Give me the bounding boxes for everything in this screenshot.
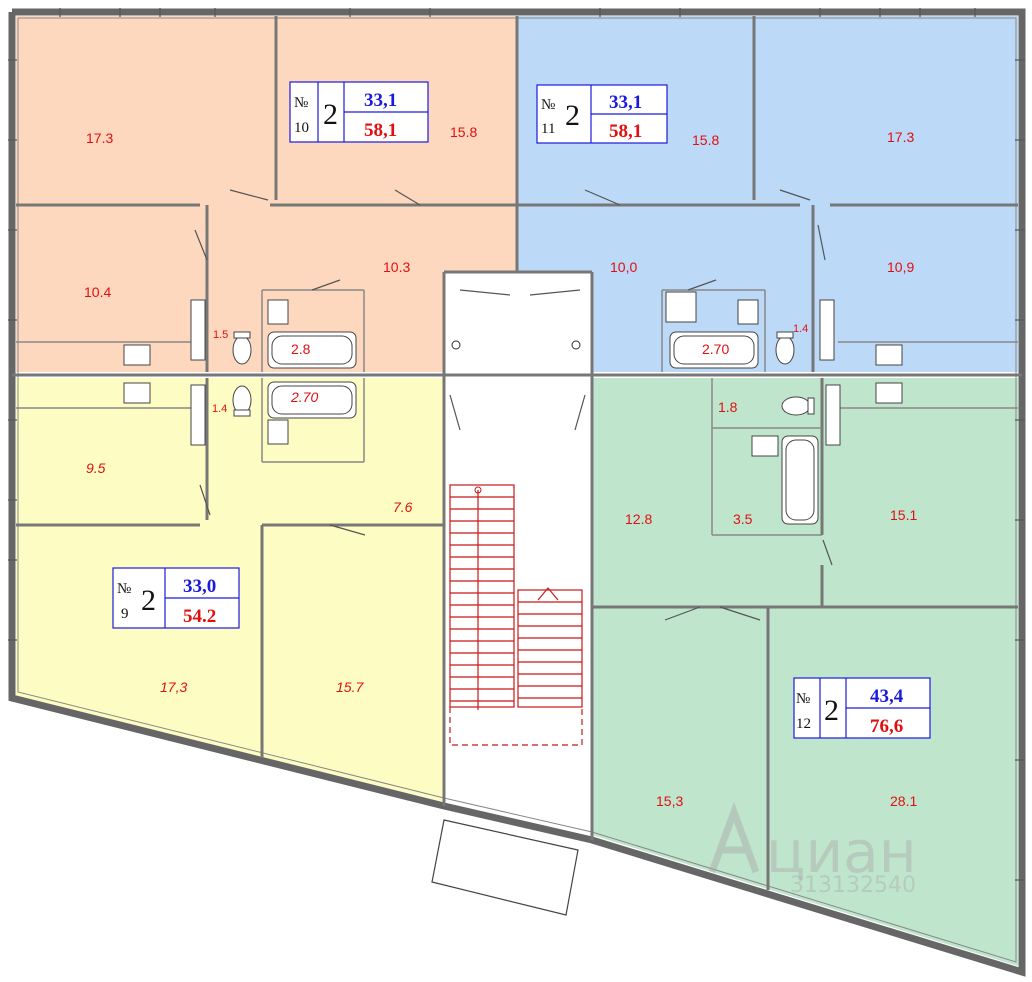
apt-12-number: 12: [796, 716, 811, 732]
vent-shaft-2: [190, 384, 206, 446]
apt-9-total-area: 54.2: [183, 606, 216, 627]
room-area-a9-room3: 15.7: [336, 679, 364, 695]
apartment-11-tag: № 11 2 33,1 58,1: [536, 84, 668, 144]
room-area-a11-hall: 10,0: [610, 259, 637, 275]
apt-9-living-area: 33,0: [183, 576, 216, 597]
room-area-a9-room2: 17,3: [160, 679, 187, 695]
apt-11-number: 11: [541, 121, 555, 137]
watermark: циан 313132540: [708, 801, 917, 898]
vent-shaft-3: [819, 299, 835, 361]
room-area-a10-hall: 10.3: [383, 259, 410, 275]
interior-walls: [12, 16, 1022, 890]
entrance-porch: [431, 819, 579, 916]
toilet-apt-10: [232, 335, 252, 365]
vent-shaft-1: [190, 299, 206, 361]
apt-10-living-area: 33,1: [364, 90, 397, 111]
apt-11-no-sign: №: [541, 97, 555, 113]
sink-apt-12: [751, 435, 779, 457]
window-ticks: [8, 8, 1025, 881]
watermark-code: 313132540: [790, 873, 916, 898]
apt-10-number: 10: [294, 120, 309, 136]
apt-11-total-area: 58,1: [609, 121, 642, 142]
room-area-a12-hall: 12.8: [625, 511, 652, 527]
kitchen-sink-apt-12: [875, 382, 903, 404]
apartment-10-tag: № 10 2 33,1 58,1: [289, 81, 429, 143]
kitchen-sink-apt-9: [123, 382, 151, 404]
kitchen-sink-apt-11: [875, 344, 903, 366]
staircase: [431, 484, 583, 916]
apt-10-total-area: 58,1: [364, 120, 397, 141]
sink-apt-11: [737, 299, 759, 325]
room-labels: 17.3 15.8 10.4 10.3 1.5 2.8 15.8 17.3 10…: [84, 124, 917, 809]
apartment-9-tag: № 9 2 33,0 54.2: [112, 567, 240, 629]
room-area-a9-room1: 9.5: [86, 460, 106, 476]
fixtures: [123, 291, 903, 525]
apt-9-number: 9: [121, 606, 129, 622]
room-area-a11-room2: 17.3: [887, 129, 914, 145]
room-area-a12-wc: 1.8: [718, 399, 738, 415]
room-area-a11-room1: 15.8: [692, 132, 719, 148]
room-area-a9-wc: 1.4: [212, 403, 227, 415]
room-area-a11-room3: 10,9: [887, 259, 914, 275]
room-area-a10-room3: 10.4: [84, 284, 111, 300]
room-area-a10-room1: 17.3: [86, 130, 113, 146]
kitchen-sink-apt-10: [123, 344, 151, 366]
sink-apt-10: [267, 299, 289, 325]
room-area-a11-wc: 1.4: [793, 323, 808, 335]
room-area-a9-bath: 2.70: [290, 389, 318, 405]
apt-10-no-sign: №: [294, 95, 308, 111]
room-area-a9-hall: 7.6: [393, 499, 413, 515]
apartment-12-area: [592, 378, 1018, 966]
apt-12-total-area: 76,6: [870, 716, 903, 737]
room-area-a10-room2: 15.8: [450, 124, 477, 140]
apt-9-rooms: 2: [141, 584, 156, 617]
room-area-a11-bath: 2.70: [702, 341, 729, 357]
room-area-a10-wc: 1.5: [213, 329, 228, 341]
room-area-a12-bath: 3.5: [733, 511, 753, 527]
sink-apt-9: [267, 419, 289, 445]
apartment-12-tag: № 12 2 43,4 76,6: [793, 677, 931, 739]
washer-apt-11: [665, 291, 697, 323]
room-area-a12-room2: 15,3: [656, 793, 683, 809]
vent-shaft-4: [825, 384, 841, 446]
apt-12-no-sign: №: [796, 691, 810, 707]
apt-12-rooms: 2: [824, 694, 839, 727]
apt-11-living-area: 33,1: [609, 92, 642, 113]
apt-12-living-area: 43,4: [870, 686, 904, 707]
apt-10-rooms: 2: [323, 98, 338, 131]
apt-11-rooms: 2: [565, 99, 580, 132]
room-area-a12-room1: 15.1: [890, 507, 917, 523]
door-swings: [194, 189, 833, 621]
apt-9-no-sign: №: [117, 581, 131, 597]
stairwell-area: [444, 272, 592, 835]
toilet-apt-11: [775, 335, 795, 365]
room-area-a12-room3: 28.1: [890, 793, 917, 809]
room-area-a10-bath: 2.8: [291, 341, 311, 357]
watermark-logo-icon: [708, 801, 760, 874]
apartment-10-area: [16, 16, 517, 372]
toilet-apt-12: [781, 396, 811, 416]
watermark-brand: циан: [766, 818, 917, 886]
